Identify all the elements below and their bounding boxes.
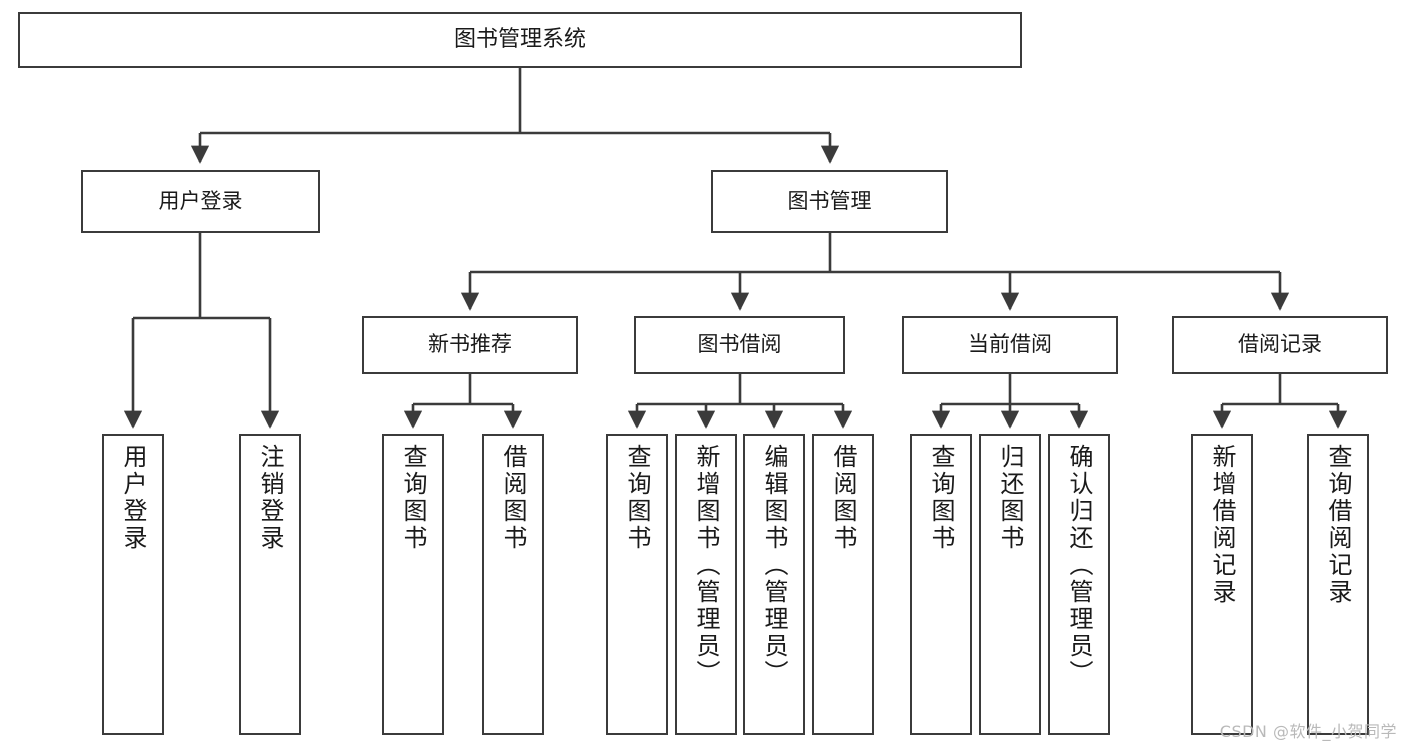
node-label: 查询图书 bbox=[399, 444, 427, 552]
node-label: 借阅图书 bbox=[829, 444, 857, 552]
node-book-borrow[interactable]: 图书借阅 bbox=[634, 316, 845, 374]
leaf-user-login[interactable]: 用户登录 bbox=[102, 434, 164, 735]
leaf-query-book-borrow[interactable]: 查询图书 bbox=[606, 434, 668, 735]
node-label: 图书管理系统 bbox=[453, 26, 586, 52]
node-label: 新增借阅记录 bbox=[1208, 444, 1236, 606]
leaf-return-book[interactable]: 归还图书 bbox=[979, 434, 1041, 735]
node-label: 查询借阅记录 bbox=[1324, 444, 1352, 606]
leaf-borrow-book-recommend[interactable]: 借阅图书 bbox=[482, 434, 544, 735]
node-label: 图书管理 bbox=[787, 188, 872, 213]
leaf-logout[interactable]: 注销登录 bbox=[239, 434, 301, 735]
leaf-query-book-recommend[interactable]: 查询图书 bbox=[382, 434, 444, 735]
node-borrow-record[interactable]: 借阅记录 bbox=[1172, 316, 1388, 374]
leaf-edit-book-admin[interactable]: 编辑图书（管理员） bbox=[743, 434, 805, 735]
node-book-management[interactable]: 图书管理 bbox=[711, 170, 948, 233]
leaf-query-book-current[interactable]: 查询图书 bbox=[910, 434, 972, 735]
node-label: 新书推荐 bbox=[428, 332, 512, 357]
node-label: 查询图书 bbox=[927, 444, 955, 552]
node-current-borrow[interactable]: 当前借阅 bbox=[902, 316, 1118, 374]
leaf-query-borrow-record[interactable]: 查询借阅记录 bbox=[1307, 434, 1369, 735]
leaf-add-book-admin[interactable]: 新增图书（管理员） bbox=[675, 434, 737, 735]
node-new-book-recommend[interactable]: 新书推荐 bbox=[362, 316, 578, 374]
node-label: 借阅图书 bbox=[499, 444, 527, 552]
leaf-confirm-return-admin[interactable]: 确认归还（管理员） bbox=[1048, 434, 1110, 735]
node-label: 用户登录 bbox=[119, 444, 147, 552]
node-label: 注销登录 bbox=[256, 444, 284, 552]
leaf-add-borrow-record[interactable]: 新增借阅记录 bbox=[1191, 434, 1253, 735]
node-root-system[interactable]: 图书管理系统 bbox=[18, 12, 1022, 68]
node-label: 编辑图书（管理员） bbox=[760, 444, 788, 687]
node-user-login[interactable]: 用户登录 bbox=[81, 170, 320, 233]
node-label: 归还图书 bbox=[996, 444, 1024, 552]
leaf-borrow-book[interactable]: 借阅图书 bbox=[812, 434, 874, 735]
node-label: 用户登录 bbox=[158, 188, 243, 213]
node-label: 当前借阅 bbox=[968, 332, 1052, 357]
node-label: 借阅记录 bbox=[1238, 332, 1322, 357]
node-label: 新增图书（管理员） bbox=[692, 444, 720, 687]
node-label: 确认归还（管理员） bbox=[1065, 444, 1093, 687]
node-label: 查询图书 bbox=[623, 444, 651, 552]
csdn-watermark: CSDN @软件_小贺同学 bbox=[1219, 722, 1397, 741]
node-label: 图书借阅 bbox=[697, 332, 782, 357]
